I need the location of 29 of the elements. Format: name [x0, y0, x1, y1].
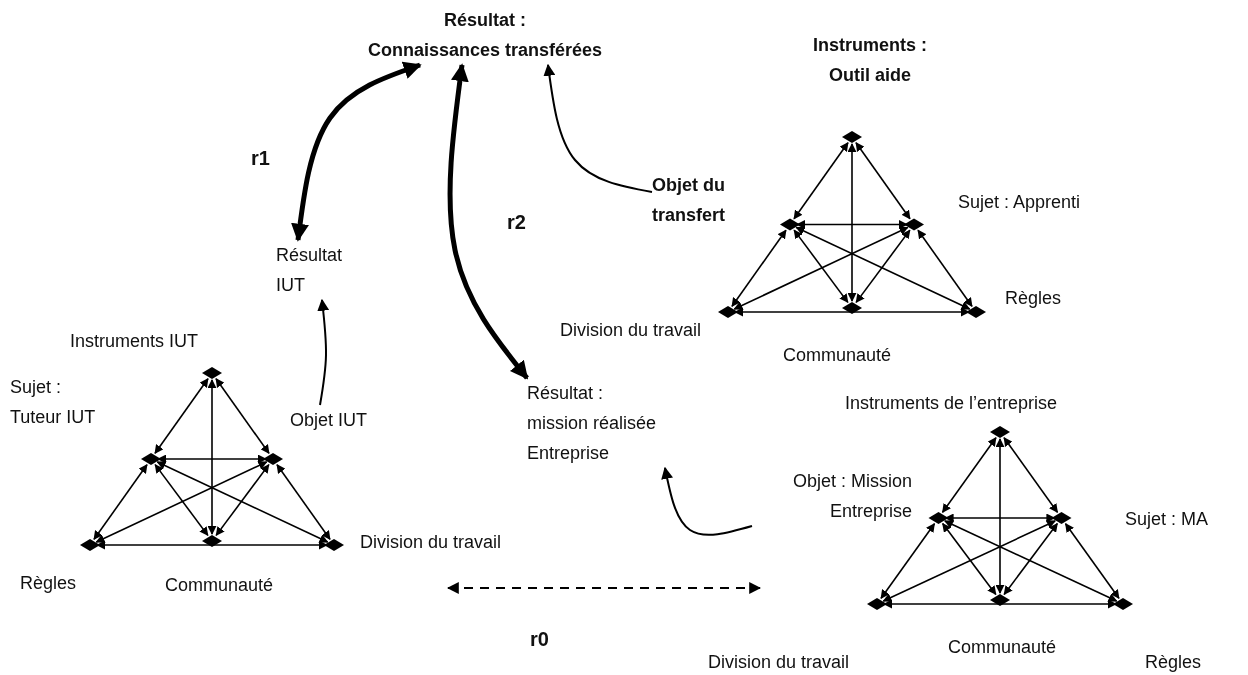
role-label: Sujet : MA [1125, 508, 1209, 531]
object-label: Objet : Mission Entreprise [791, 470, 912, 523]
role-label: Division du travail [360, 531, 502, 554]
curved-arrow [543, 63, 653, 193]
role-label: Communauté [783, 344, 892, 367]
role-label: Communauté [948, 636, 1057, 659]
object-label: Objet IUT [290, 409, 369, 432]
result-label: mission réalisée Entreprise [527, 412, 658, 465]
role-label: Communauté [165, 574, 274, 597]
object-label: Objet du transfert [652, 174, 727, 227]
result-label: Résultat : [443, 9, 527, 32]
curved-arrow [291, 61, 422, 242]
role-label: Sujet : Tuteur IUT [10, 376, 97, 429]
role-label: Instruments IUT [70, 330, 199, 353]
role-label: Règles [1145, 651, 1202, 674]
result-label: Résultat : [527, 382, 605, 405]
role-label: Instruments de l’entreprise [845, 392, 1058, 415]
role-label: Règles [1005, 287, 1062, 310]
role-label: Instruments : Outil aide [812, 34, 928, 87]
role-label: Division du travail [560, 319, 702, 342]
result-label: Connaissances transférées [366, 39, 604, 62]
role-label: Sujet : Apprenti [958, 191, 1081, 214]
role-label: Division du travail [708, 651, 850, 674]
role-label: Règles [20, 572, 77, 595]
result-label: Résultat IUT [276, 244, 344, 297]
curved-arrow [661, 466, 753, 536]
relation-label: r0 [530, 627, 549, 652]
curved-arrow [447, 63, 529, 380]
curved-arrow [317, 298, 330, 406]
